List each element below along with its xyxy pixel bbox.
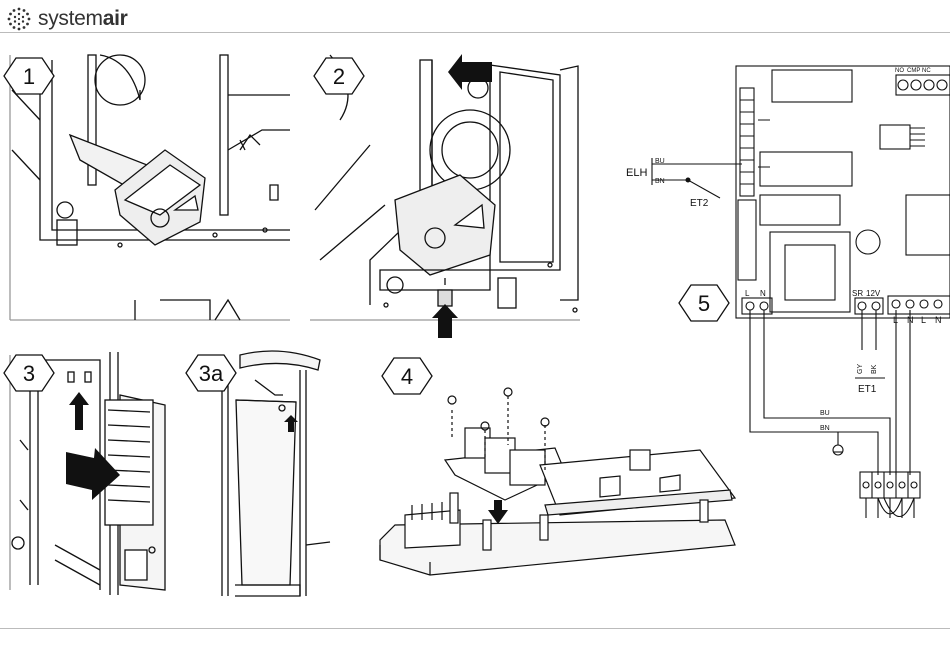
push-up-arrow-icon <box>432 304 458 338</box>
step-3a-illustration <box>222 351 330 596</box>
step-2-illustration <box>310 55 580 320</box>
slide-up-arrow-icon <box>69 392 89 430</box>
step-4-illustration <box>380 388 735 575</box>
push-left-arrow-icon <box>448 54 492 90</box>
step-1-illustration <box>10 55 290 320</box>
